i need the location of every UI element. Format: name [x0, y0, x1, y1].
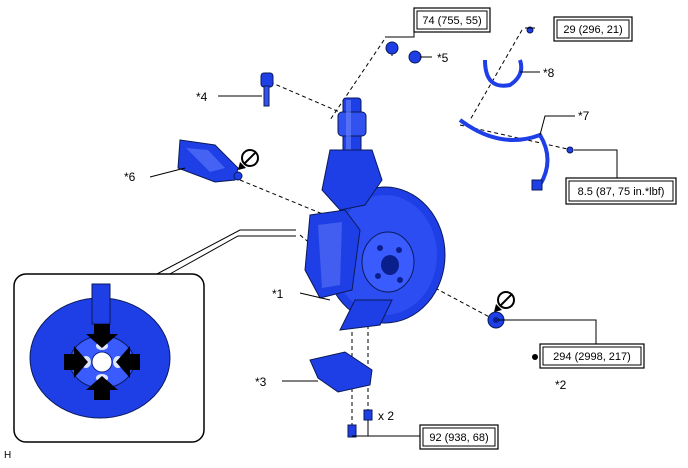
- torque-value: 8.5 (87, 75 in.*lbf): [578, 186, 665, 198]
- callout-7: *7: [578, 109, 590, 123]
- assembly-lines: [239, 29, 573, 425]
- arrow-icon: [64, 324, 140, 400]
- torque-value: 294 (2998, 217): [553, 351, 631, 363]
- callout-6: *6: [124, 170, 136, 184]
- drive-shaft: [177, 139, 243, 183]
- bolt-parts: [347, 146, 574, 438]
- steering-knuckle: [321, 149, 393, 331]
- quantity-label: x 2: [378, 409, 394, 423]
- callout-8: *8: [543, 66, 555, 80]
- torque-value: 92 (938, 68): [429, 432, 488, 444]
- hub-nut: [487, 311, 505, 329]
- bracket-part: [309, 351, 373, 393]
- torque-value: 29 (296, 21): [563, 24, 622, 36]
- speed-sensor: [458, 118, 550, 191]
- torque-wrench-icon: [238, 149, 259, 170]
- torque-box-hub-nut: 294 (2998, 217): [539, 343, 645, 369]
- torque-box-sensor: 8.5 (87, 75 in.*lbf): [565, 177, 677, 205]
- bullet-icon: [532, 354, 538, 360]
- callout-5: *5: [437, 51, 449, 65]
- torque-value: 74 (755, 55): [422, 15, 481, 27]
- brake-disc: [324, 186, 446, 324]
- callout-4: *4: [196, 90, 208, 104]
- harness-clip: [483, 26, 534, 88]
- inset-detail: [13, 229, 296, 443]
- corner-mark: H: [4, 450, 11, 461]
- stabilizer-link: [260, 72, 274, 107]
- nut-part: [385, 41, 422, 64]
- torque-box-bottom: 92 (938, 68): [419, 424, 499, 450]
- brake-caliper: [304, 209, 361, 299]
- callout-3: *3: [255, 375, 267, 389]
- callout-2: *2: [555, 378, 567, 392]
- torque-box-top: 74 (755, 55): [413, 7, 491, 33]
- torque-box-top-right: 29 (296, 21): [553, 16, 633, 42]
- torque-wrench-icon: [494, 291, 515, 312]
- callout-1: *1: [272, 287, 284, 301]
- leader-lines: [149, 26, 618, 437]
